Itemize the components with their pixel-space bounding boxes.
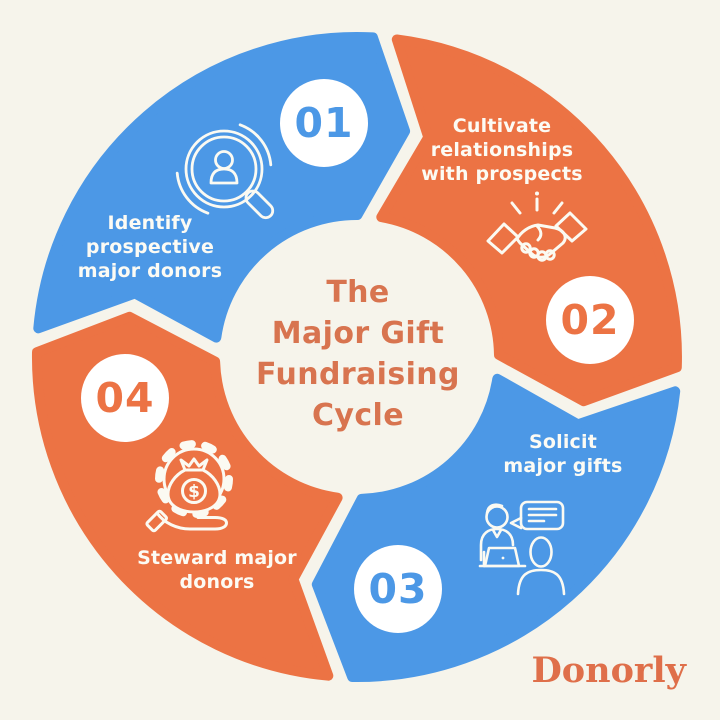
- step-badge-01: 01: [280, 79, 368, 167]
- laptop: [483, 546, 521, 568]
- step-badge-02: 02: [546, 276, 634, 364]
- handshake-icon: [486, 191, 588, 262]
- magnifier-person-icon: [175, 123, 275, 220]
- step-number: 04: [95, 374, 155, 422]
- right-sleeve: [554, 211, 588, 243]
- magnifier-handle: [244, 189, 275, 220]
- page-title: The Major Gift Fundraising Cycle: [256, 275, 460, 433]
- fundraiser-head: [485, 505, 509, 529]
- holding-hand: [155, 511, 228, 531]
- step-badge-04: 04: [81, 354, 169, 442]
- step-number: 01: [294, 99, 354, 147]
- segment-label-03: Solicit major gifts: [503, 431, 623, 477]
- segment-label-04: Steward major donors: [137, 547, 297, 593]
- money-bag-gear-hand-icon: $: [145, 440, 233, 533]
- solicitation-meeting-icon: [478, 500, 566, 596]
- donor-shoulders: [516, 568, 566, 596]
- person-shoulders: [209, 167, 239, 185]
- money-bag: [166, 468, 222, 514]
- step-number: 02: [560, 296, 620, 344]
- donor-head: [529, 536, 553, 568]
- step-number: 03: [368, 565, 428, 613]
- segment-label-01: Identify prospective major donors: [77, 212, 223, 282]
- brand-logo: Donorly: [531, 650, 686, 691]
- gear-teeth: [155, 440, 233, 518]
- segment-label-02: Cultivate relationships with prospects: [421, 115, 583, 185]
- step-badge-03: 03: [354, 545, 442, 633]
- dollar-sign: $: [188, 482, 200, 502]
